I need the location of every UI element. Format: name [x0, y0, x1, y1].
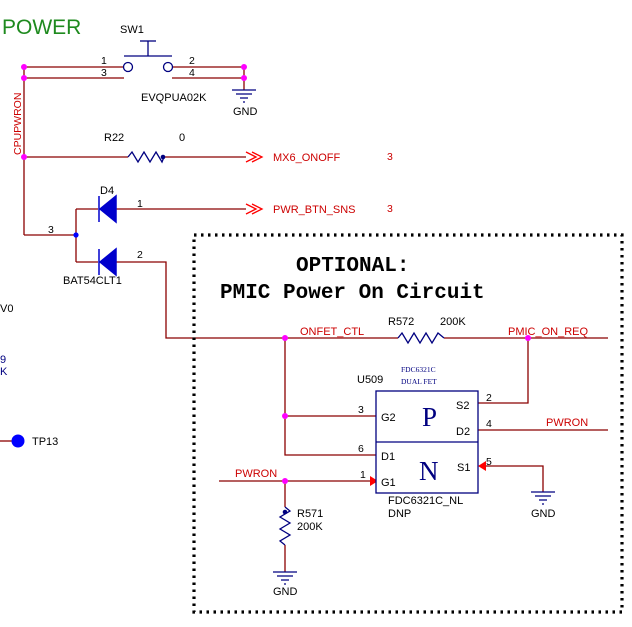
d4-pin: 2	[137, 249, 143, 261]
junction-dot	[282, 478, 288, 484]
testpoint-tp13	[11, 434, 25, 448]
fet-small-label: FDC6321C	[401, 365, 436, 374]
junction-dot	[21, 75, 27, 81]
gnd-symbols	[232, 89, 555, 585]
junctions	[21, 64, 531, 484]
fet-pin-d2: D2	[456, 426, 470, 438]
fet-pin-g1: G1	[381, 477, 396, 489]
junction-dot	[282, 413, 288, 419]
fet-u509	[375, 390, 479, 494]
ground-icon	[531, 491, 555, 505]
fet-pin-number: 1	[360, 469, 366, 481]
u509-ref: U509	[357, 374, 383, 386]
net-label-pmic-on-req: PMIC_ON_REQ	[508, 326, 589, 338]
switch-part: EVQPUA02K	[141, 92, 207, 104]
fet-small-label: DUAL FET	[401, 377, 437, 386]
junction-dot	[21, 154, 27, 160]
optional-title: OPTIONAL:	[296, 255, 409, 278]
fet-pin-d1: D1	[381, 451, 395, 463]
wire	[284, 338, 376, 456]
offpage-arrow-pwrbtn	[245, 203, 264, 215]
clipped-label: 9	[0, 354, 6, 366]
sheet-ref: 3	[387, 203, 393, 215]
d4-ref: D4	[100, 185, 114, 197]
resistor-pin-dot	[160, 154, 166, 160]
wires	[0, 66, 608, 572]
net-arrows	[245, 151, 264, 215]
switch-pin: 2	[189, 55, 195, 67]
pin-arrow-s1	[478, 461, 486, 471]
u509-dnp: DNP	[388, 508, 411, 520]
gnd-label: GND	[531, 508, 556, 520]
switch-ref: SW1	[120, 24, 144, 36]
wire	[478, 338, 529, 404]
fet-pin-number: 5	[486, 456, 492, 468]
net-label-pwron: PWRON	[235, 468, 277, 480]
r572-ref: R572	[388, 316, 414, 328]
r571-value: 200K	[297, 521, 323, 533]
clipped-label: K	[0, 366, 8, 378]
net-label-cpupwron: CPUPWRON	[12, 93, 24, 155]
offpage-arrow-mx6	[245, 151, 264, 163]
d4-part: BAT54CLT1	[63, 275, 122, 287]
d4-pin: 1	[137, 198, 143, 210]
wire	[484, 465, 544, 492]
net-label-onfet-ctl: ONFET_CTL	[300, 326, 364, 338]
optional-region-box	[192, 233, 624, 614]
junction-dot	[525, 335, 531, 341]
switch-sw1	[122, 40, 174, 73]
diode-triangle	[98, 247, 117, 277]
r571-ref: R571	[297, 508, 323, 520]
optional-subtitle: PMIC Power On Circuit	[220, 282, 485, 305]
gnd-label: GND	[273, 586, 298, 598]
junction-dot	[241, 64, 247, 70]
d4-pin: 3	[48, 224, 54, 236]
switch-pin: 3	[101, 67, 107, 79]
sheet-ref: 3	[387, 151, 393, 163]
fet-pin-s1: S1	[457, 462, 470, 474]
ground-icon	[232, 89, 256, 103]
r22-value: 0	[179, 132, 185, 144]
page-title: POWER	[2, 16, 81, 39]
ground-icon	[273, 571, 297, 585]
fet-pin-number: 4	[486, 418, 492, 430]
r22-ref: R22	[104, 132, 124, 144]
junction-dot	[21, 64, 27, 70]
clipped-label: V0	[0, 303, 13, 315]
resistor-r572	[397, 331, 445, 345]
r572-value: 200K	[440, 316, 466, 328]
resistor-r22	[127, 150, 165, 164]
fet-pin-s2: S2	[456, 400, 469, 412]
fet-pin-number: 3	[358, 404, 364, 416]
resistor-pin-dot	[282, 509, 288, 515]
fet-pin-number: 6	[358, 443, 364, 455]
net-label-pwron: PWRON	[546, 417, 588, 429]
fet-p-channel-label: P	[422, 402, 437, 432]
u509-part: FDC6321C_NL	[388, 495, 463, 507]
fet-pin-number: 2	[486, 392, 492, 404]
fet-n-channel-label: N	[419, 456, 439, 486]
fet-pin-g2: G2	[381, 412, 396, 424]
net-label-pwr-btn-sns: PWR_BTN_SNS	[273, 204, 356, 216]
gnd-label: GND	[233, 106, 258, 118]
pin-arrow-g1	[370, 476, 378, 486]
junction-dot	[73, 232, 79, 238]
resistors	[127, 150, 445, 546]
net-label-mx6-onoff: MX6_ONOFF	[273, 152, 341, 164]
diode-d4	[98, 194, 117, 277]
junction-dot	[282, 335, 288, 341]
junction-dot	[241, 75, 247, 81]
switch-pin: 1	[101, 55, 107, 67]
switch-pin: 4	[189, 67, 195, 79]
resistor-r571	[278, 506, 292, 546]
diode-triangle	[98, 194, 117, 224]
testpoint-label: TP13	[32, 436, 58, 448]
